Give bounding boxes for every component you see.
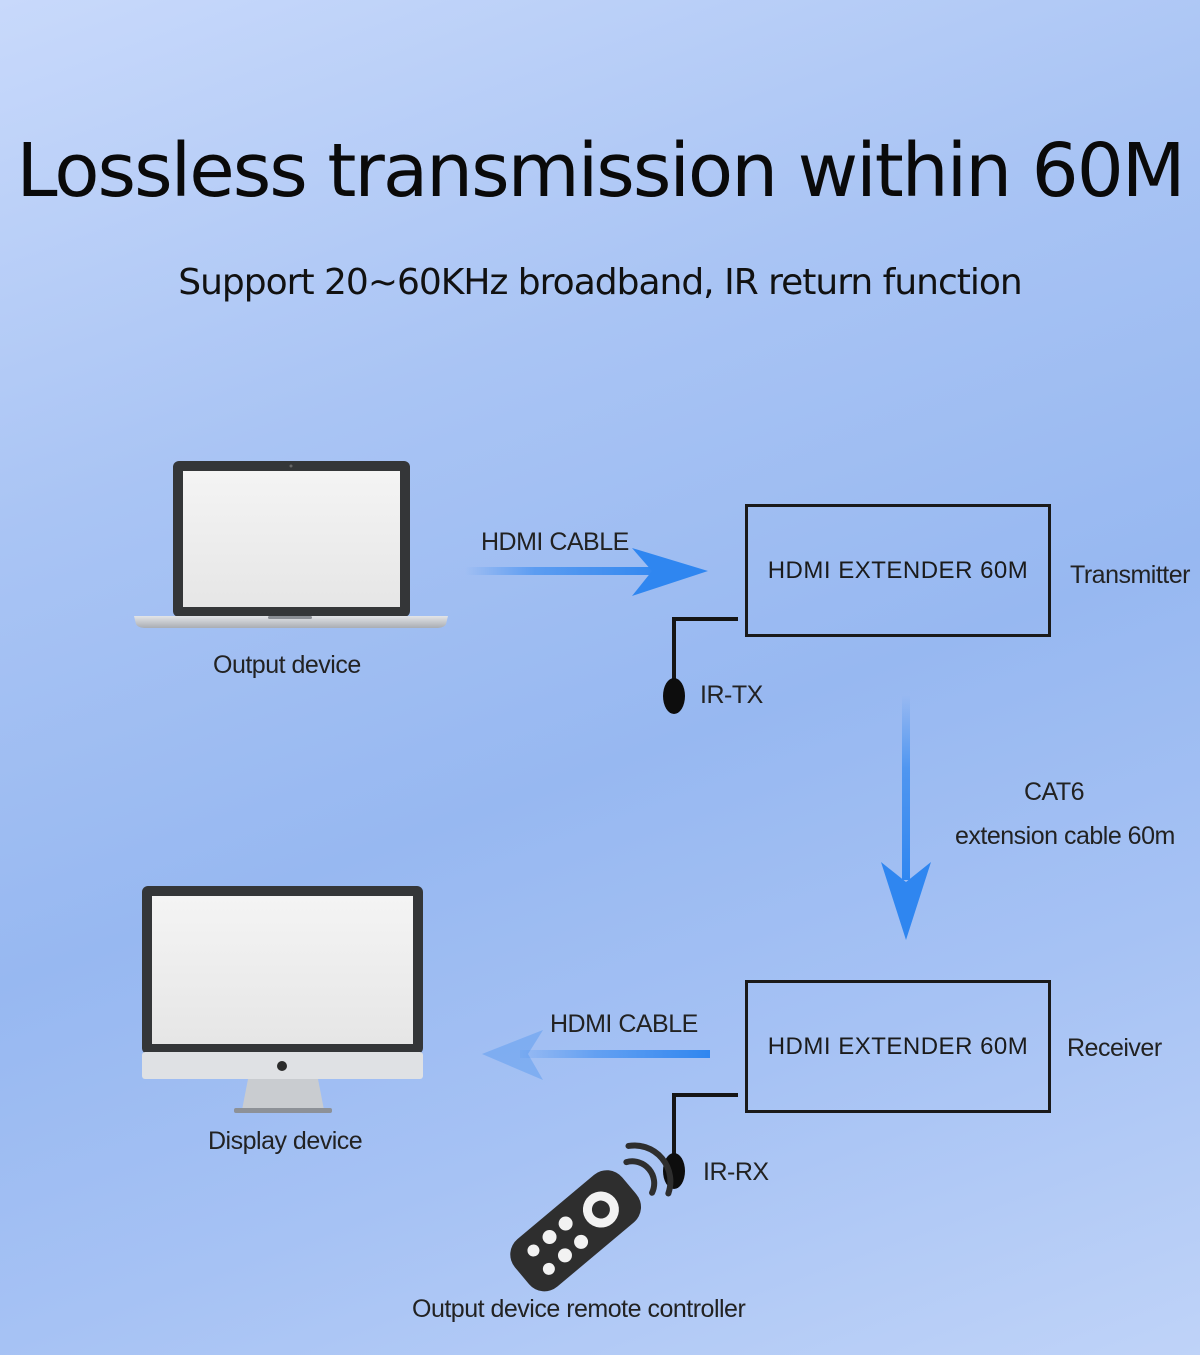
transmitter-role-label: Transmitter: [1070, 561, 1190, 589]
laptop-icon: [134, 461, 448, 628]
hdmi-in-arrow: [465, 548, 708, 596]
hdmi-out-label: HDMI CABLE: [550, 1010, 698, 1038]
output-device-label: Output device: [213, 651, 361, 679]
display-device-label: Display device: [208, 1127, 363, 1155]
cat6-length-label: extension cable 60m: [955, 822, 1175, 850]
transmitter-box: HDMI EXTENDER 60M: [745, 504, 1051, 637]
ir-tx-label: IR-TX: [700, 681, 763, 709]
ir-rx-label: IR-RX: [703, 1158, 769, 1186]
remote-control-icon: [510, 1142, 674, 1292]
cat6-label: CAT6: [1024, 778, 1085, 806]
ir-sensor-icon: [663, 678, 685, 714]
monitor-icon: [142, 886, 423, 1113]
hdmi-out-arrow: [482, 1030, 710, 1080]
hdmi-in-label: HDMI CABLE: [481, 528, 629, 556]
transmitter-box-label: HDMI EXTENDER 60M: [767, 556, 1029, 584]
remote-controller-label: Output device remote controller: [412, 1295, 746, 1323]
ir-tx-cable: [663, 617, 738, 714]
page-subtitle: Support 20~60KHz broadband, IR return fu…: [178, 262, 1022, 303]
cat6-arrow: [881, 695, 931, 940]
receiver-box-label: HDMI EXTENDER 60M: [767, 1032, 1029, 1060]
receiver-role-label: Receiver: [1067, 1034, 1162, 1062]
page-title: Lossless transmission within 60M: [16, 128, 1185, 214]
receiver-box: HDMI EXTENDER 60M: [745, 980, 1051, 1113]
